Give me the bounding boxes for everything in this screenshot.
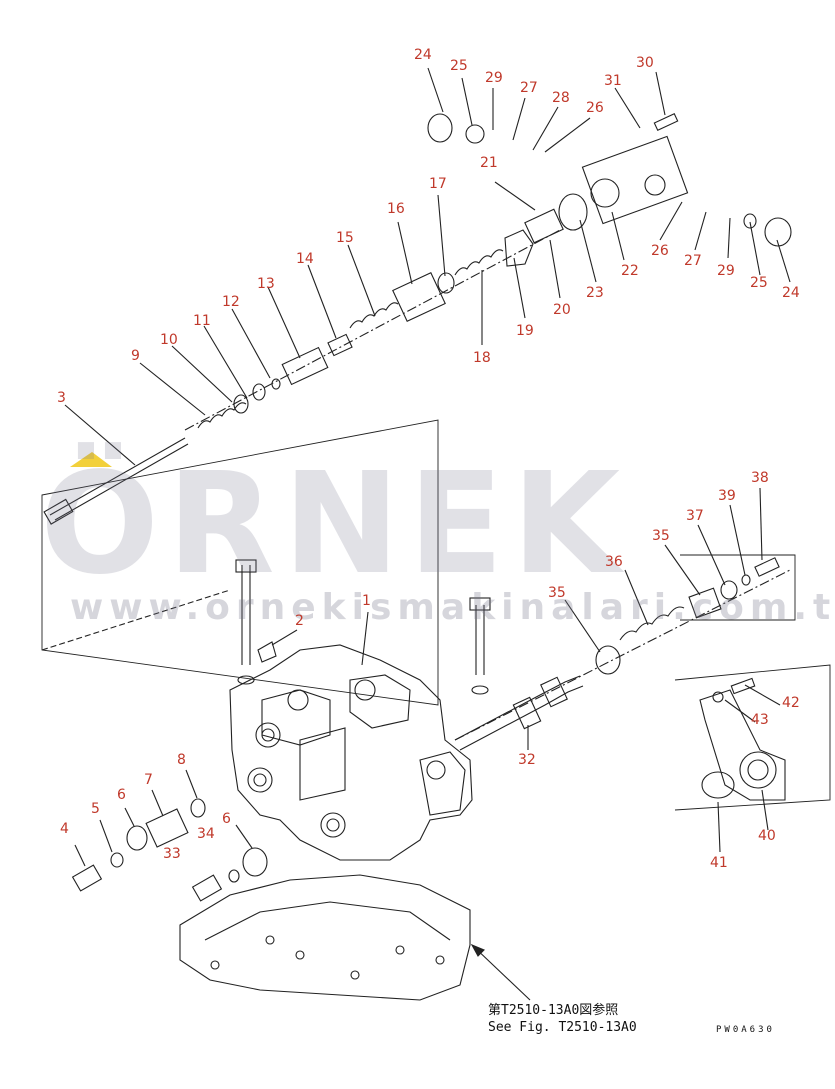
callout-label: 6 [117, 787, 126, 803]
reference-note-english: See Fig. T2510-13A0 [488, 1020, 637, 1035]
callout-label: 41 [710, 855, 728, 871]
callout-label: 18 [473, 350, 491, 366]
callout-label: 25 [450, 58, 468, 74]
callout-label: 5 [91, 801, 100, 817]
callout-label: 28 [552, 90, 570, 106]
callout-label: 14 [296, 251, 314, 267]
callout-label: 25 [750, 275, 768, 291]
callout-label: 43 [751, 712, 769, 728]
callout-label: 10 [160, 332, 178, 348]
callout-label: 26 [651, 243, 669, 259]
callout-label: 30 [636, 55, 654, 71]
callout-label: 29 [485, 70, 503, 86]
callout-label: 36 [605, 554, 623, 570]
callout-label: 39 [718, 488, 736, 504]
callout-label: 16 [387, 201, 405, 217]
callout-label: 6 [222, 811, 231, 827]
callout-label: 4 [60, 821, 69, 837]
callout-label: 19 [516, 323, 534, 339]
callout-label: 11 [193, 313, 211, 329]
callout-label: 38 [751, 470, 769, 486]
callout-label: 7 [144, 772, 153, 788]
callout-label: 33 [163, 846, 181, 862]
callout-label: 24 [782, 285, 800, 301]
callout-label: 20 [553, 302, 571, 318]
callout-label: 31 [604, 73, 622, 89]
callout-label: 22 [621, 263, 639, 279]
callout-label: 9 [131, 348, 140, 364]
callout-label: 24 [414, 47, 432, 63]
callout-label: 32 [518, 752, 536, 768]
callout-label: 40 [758, 828, 776, 844]
callout-label: 23 [586, 285, 604, 301]
reference-note-japanese: 第T2510-13A0図参照 [488, 1003, 619, 1018]
callout-label: 3 [57, 390, 66, 406]
callout-label: 37 [686, 508, 704, 524]
callout-label: 12 [222, 294, 240, 310]
callout-label: 21 [480, 155, 498, 171]
callout-label: 34 [197, 826, 215, 842]
callout-label: 29 [717, 263, 735, 279]
callout-label: 1 [362, 593, 371, 609]
callout-label: 27 [520, 80, 538, 96]
callout-label: 15 [336, 230, 354, 246]
watermark-url: www.ornekismakinalari.com.tr [70, 587, 835, 628]
callout-label: 42 [782, 695, 800, 711]
callout-label: 17 [429, 176, 447, 192]
drawing-code: PW0A630 [716, 1025, 775, 1035]
callout-label: 26 [586, 100, 604, 116]
callout-label: 27 [684, 253, 702, 269]
callout-label: 35 [652, 528, 670, 544]
callout-label: 13 [257, 276, 275, 292]
callout-label: 35 [548, 585, 566, 601]
callout-label: 2 [295, 613, 304, 629]
callout-label: 8 [177, 752, 186, 768]
watermark-brand: ÖRNEK [40, 443, 629, 606]
watermark-accent-shape [70, 452, 112, 467]
